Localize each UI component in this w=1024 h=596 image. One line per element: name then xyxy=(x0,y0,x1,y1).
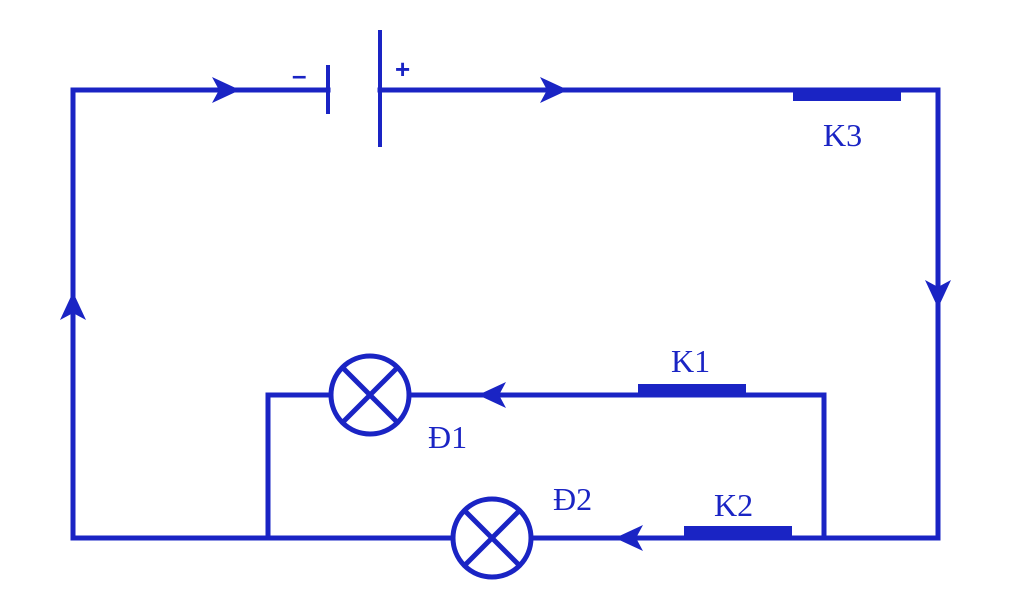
wires xyxy=(70,87,941,541)
arrow-left-up xyxy=(60,292,86,320)
lamp-d2-cross-b xyxy=(462,508,522,568)
switch-k1-bar xyxy=(638,384,746,395)
lamp-d1-label: Đ1 xyxy=(428,419,467,455)
arrow-branch-top-left xyxy=(478,382,506,408)
switch-k2: K2 xyxy=(684,487,792,537)
lamp-d1-cross-b xyxy=(340,365,400,425)
switch-k3: K3 xyxy=(793,90,901,153)
current-arrows xyxy=(60,77,951,551)
switch-k2-label: K2 xyxy=(714,487,753,523)
switch-k1-label: K1 xyxy=(671,343,710,379)
lamp-d2-label: Đ2 xyxy=(553,481,592,517)
switch-k3-bar xyxy=(793,90,901,101)
battery: – + xyxy=(292,30,410,147)
arrow-bottom-left xyxy=(615,525,643,551)
switch-k1: K1 xyxy=(638,343,746,395)
lamp-d1: Đ1 xyxy=(328,353,467,455)
arrow-top-right-right xyxy=(540,77,568,103)
switch-k3-label: K3 xyxy=(823,117,862,153)
battery-minus-sign: – xyxy=(292,60,306,90)
switch-k2-bar xyxy=(684,526,792,537)
arrow-top-left-right xyxy=(212,77,240,103)
lamp-d2: Đ2 xyxy=(450,481,592,580)
battery-plus-sign: + xyxy=(395,54,410,84)
arrow-right-down xyxy=(925,280,951,308)
